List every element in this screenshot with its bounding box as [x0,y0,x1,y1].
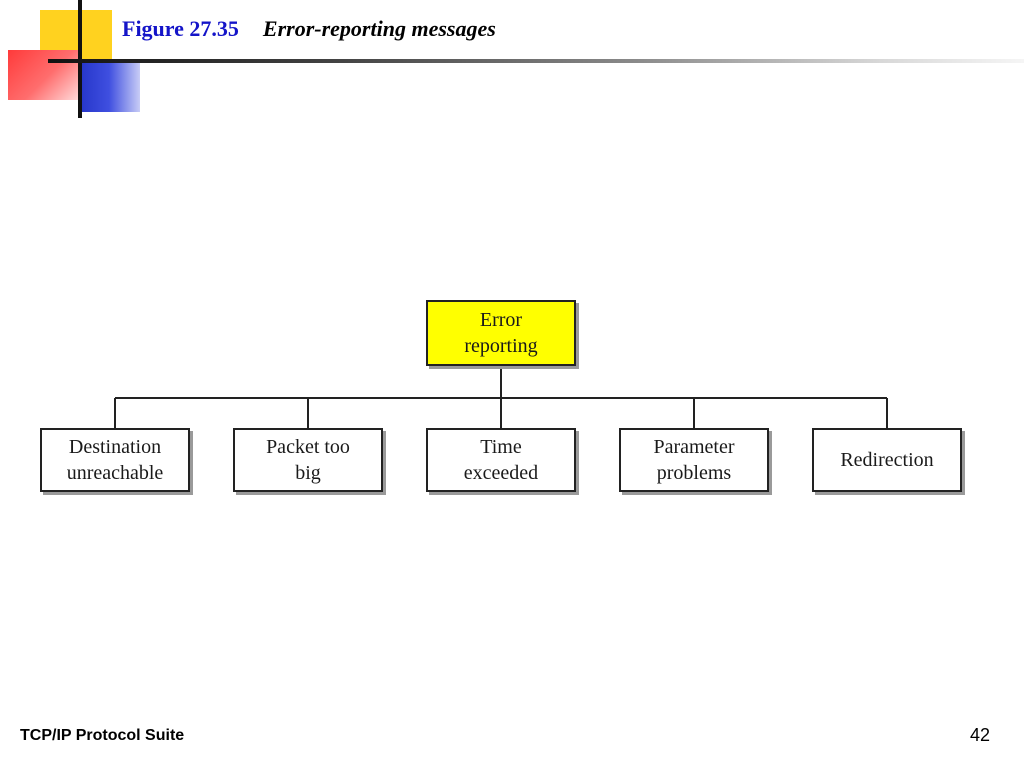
page-number: 42 [969,725,990,745]
node-destination-unreachable: Destination unreachable [40,428,190,492]
decoration-red-square [8,50,78,100]
figure-caption: Error-reporting messages [262,16,496,41]
node-redirection: Redirection [812,428,962,492]
node-time-exceeded: Time exceeded [426,428,576,492]
node-packet-too-big: Packet too big [233,428,383,492]
node-parameter-problems: Parameter problems [619,428,769,492]
decoration-blue-square [78,62,140,112]
slide-title: Figure 27.35 Error-reporting messages [122,16,496,42]
figure-number: Figure 27.35 [122,16,239,41]
node-error-reporting: Error reporting [426,300,576,366]
footer-title: TCP/IP Protocol Suite [20,727,185,744]
decoration-horizontal-line [48,59,1024,63]
